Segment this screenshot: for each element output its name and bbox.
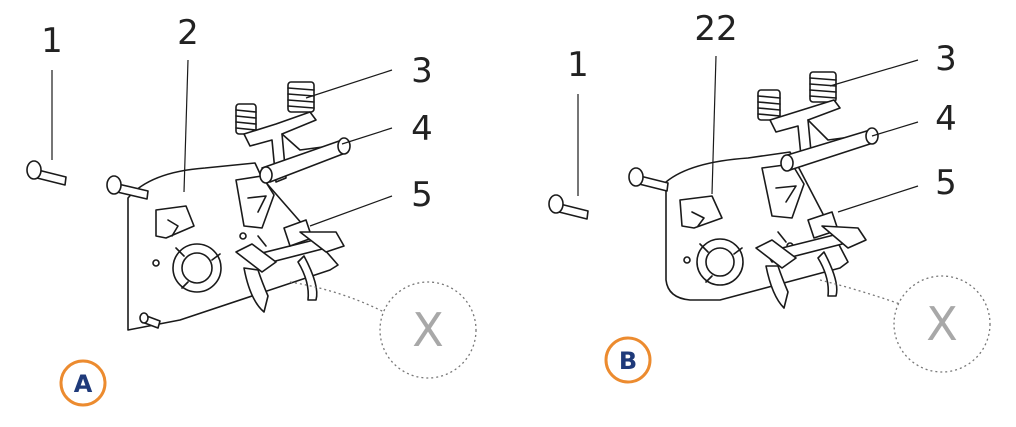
mounting-plate	[665, 151, 849, 301]
panel-badge-b: B	[604, 336, 652, 384]
removed-part-marker: X	[926, 297, 958, 351]
callout-1: 1	[567, 45, 589, 85]
panel-badge-a: A	[59, 359, 107, 407]
callout-3: 3	[935, 39, 957, 79]
removed-part-circle	[379, 281, 477, 379]
removed-part-circle	[893, 275, 991, 373]
panel-a: X 1 2 3 4 5 A	[26, 13, 477, 407]
removed-part-marker: X	[412, 303, 444, 357]
spring-right	[287, 81, 315, 113]
screw-part	[26, 160, 67, 186]
roller	[259, 137, 351, 184]
svg-text:A: A	[74, 370, 93, 398]
lever-assembly	[755, 211, 867, 309]
mounting-plate	[127, 162, 339, 331]
removed-part-pointer	[819, 279, 901, 305]
panel-b: X 1 22 3 4 5 B	[548, 9, 991, 384]
plate-pin	[139, 312, 161, 329]
plate-screw	[106, 175, 149, 200]
callout-5: 5	[935, 163, 957, 203]
svg-text:B: B	[619, 347, 637, 375]
callout-2: 2	[177, 13, 199, 53]
plate-screw	[628, 167, 669, 192]
callout-4: 4	[411, 109, 433, 149]
callout-1: 1	[41, 21, 63, 61]
screw-part	[548, 194, 589, 220]
roller	[780, 127, 879, 172]
removed-part-pointer	[289, 281, 385, 313]
spring-left	[757, 89, 781, 121]
callout-3: 3	[411, 51, 433, 91]
spring-right	[809, 71, 837, 103]
lever-assembly	[235, 219, 345, 313]
callout-4: 4	[935, 99, 957, 139]
callout-22: 22	[694, 9, 737, 49]
callout-5: 5	[411, 175, 433, 215]
spring-left	[235, 103, 257, 135]
